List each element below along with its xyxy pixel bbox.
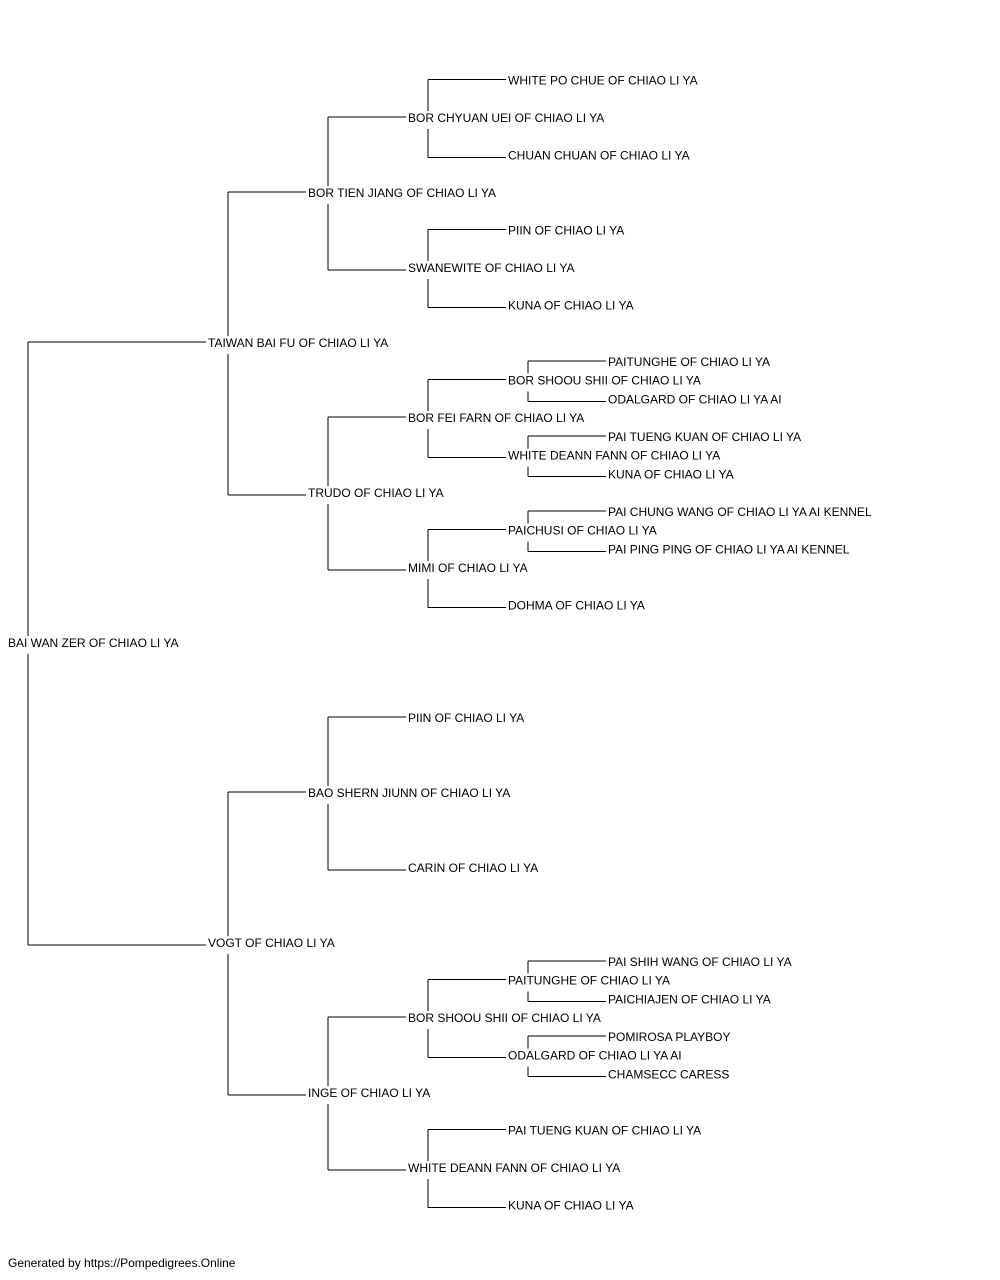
dam-name: KUNA OF CHIAO LI YA <box>608 467 734 481</box>
sire-name: BAO SHERN JIUNN OF CHIAO LI YA <box>308 786 510 800</box>
sire-name: BOR SHOOU SHII OF CHIAO LI YA <box>408 1011 601 1025</box>
dam-name: ODALGARD OF CHIAO LI YA AI <box>508 1049 682 1063</box>
dam-name: WHITE DEANN FANN OF CHIAO LI YA <box>408 1161 620 1175</box>
dam-name: PAI PING PING OF CHIAO LI YA AI KENNEL <box>608 542 850 556</box>
dam-name: CARIN OF CHIAO LI YA <box>408 861 538 875</box>
sire-name: POMIROSA PLAYBOY <box>608 1030 730 1044</box>
dam-name: DOHMA OF CHIAO LI YA <box>508 599 645 613</box>
subject-name: BAI WAN ZER OF CHIAO LI YA <box>8 636 178 650</box>
dam-name: SWANEWITE OF CHIAO LI YA <box>408 261 574 275</box>
dam-name: ODALGARD OF CHIAO LI YA AI <box>608 392 782 406</box>
dam-name: TRUDO OF CHIAO LI YA <box>308 486 444 500</box>
sire-name: WHITE PO CHUE OF CHIAO LI YA <box>508 74 698 88</box>
sire-name: PAI TUENG KUAN OF CHIAO LI YA <box>608 430 801 444</box>
sire-name: PAI CHUNG WANG OF CHIAO LI YA AI KENNEL <box>608 505 872 519</box>
sire-name: PAICHUSI OF CHIAO LI YA <box>508 524 657 538</box>
sire-name: PAITUNGHE OF CHIAO LI YA <box>608 355 770 369</box>
sire-name: PIIN OF CHIAO LI YA <box>508 224 624 238</box>
dam-name: PAICHIAJEN OF CHIAO LI YA <box>608 992 771 1006</box>
dam-name: CHUAN CHUAN OF CHIAO LI YA <box>508 149 690 163</box>
sire-name: BOR SHOOU SHII OF CHIAO LI YA <box>508 374 701 388</box>
sire-name: PAI SHIH WANG OF CHIAO LI YA <box>608 955 792 969</box>
sire-name: TAIWAN BAI FU OF CHIAO LI YA <box>208 336 388 350</box>
dam-name: MIMI OF CHIAO LI YA <box>408 561 528 575</box>
sire-name: PAI TUENG KUAN OF CHIAO LI YA <box>508 1124 701 1138</box>
generated-by-footer: Generated by https://Pompedigrees.Online <box>8 1256 236 1270</box>
dam-name: VOGT OF CHIAO LI YA <box>208 936 335 950</box>
sire-name: PIIN OF CHIAO LI YA <box>408 711 524 725</box>
dam-name: KUNA OF CHIAO LI YA <box>508 1199 634 1213</box>
dam-name: WHITE DEANN FANN OF CHIAO LI YA <box>508 449 720 463</box>
dam-name: KUNA OF CHIAO LI YA <box>508 299 634 313</box>
sire-name: BOR TIEN JIANG OF CHIAO LI YA <box>308 186 496 200</box>
sire-name: PAITUNGHE OF CHIAO LI YA <box>508 974 670 988</box>
dam-name: INGE OF CHIAO LI YA <box>308 1086 430 1100</box>
sire-name: BOR CHYUAN UEI OF CHIAO LI YA <box>408 111 604 125</box>
dam-name: CHAMSECC CARESS <box>608 1067 729 1081</box>
sire-name: BOR FEI FARN OF CHIAO LI YA <box>408 411 584 425</box>
